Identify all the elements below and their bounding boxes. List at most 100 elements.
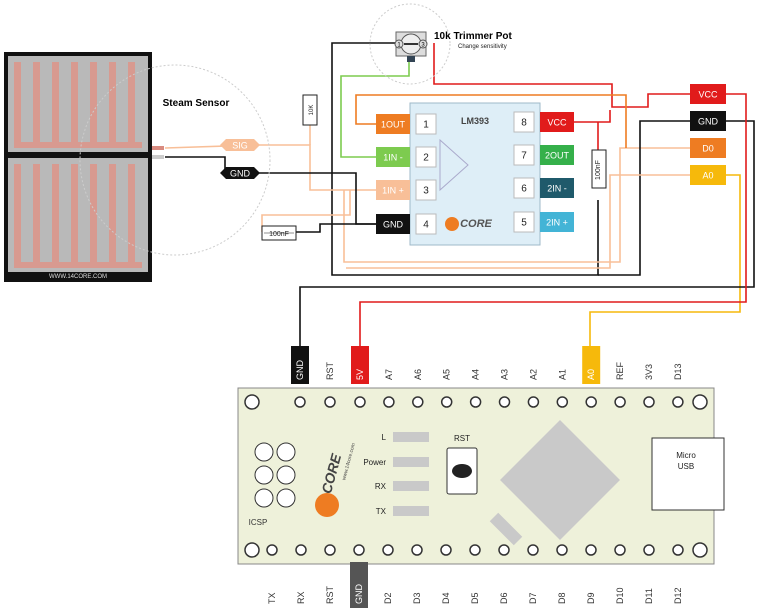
sig-label-tag: [220, 139, 260, 151]
module-pin-box: [690, 111, 726, 131]
nano-bottom-hole: [527, 544, 539, 556]
wire-pot-gnd: [331, 42, 599, 276]
wire-1out: [355, 94, 627, 148]
nano-pin-wire-tab: [291, 346, 309, 384]
nano-logo-badge: [315, 493, 339, 517]
nano-bottom-hole: [440, 544, 452, 556]
icsp-header: ICSP: [249, 442, 296, 527]
nano-bottom-pin-label: D2: [383, 592, 393, 604]
wire-in-plus-loop: [343, 147, 690, 263]
chip-pin-num: 3: [423, 186, 429, 197]
chip-pin-num-box: [513, 111, 535, 133]
gnd-label: GND: [230, 169, 251, 179]
nano-led-label: RX: [375, 482, 387, 491]
nano-top-hole: [469, 396, 482, 408]
sensor-trace: [71, 62, 78, 142]
sensor-trace: [52, 62, 59, 142]
nano-top-pin-label: 5V: [355, 369, 365, 380]
nano-bottom-pin-label: D12: [673, 587, 683, 604]
chip-pin-label: 2OUT: [545, 151, 570, 161]
module-pin-label: D0: [702, 144, 714, 154]
chip-pin-num-box: [415, 179, 437, 201]
nano-bottom-hole: [411, 544, 423, 556]
rst-button[interactable]: RST: [446, 434, 478, 495]
resistor-10k: 10K: [302, 94, 318, 126]
nano-bottom-pin-label: D11: [644, 588, 654, 604]
nano-top-pin-label: A3: [500, 369, 510, 380]
nano-bottom-pin-label: D7: [528, 592, 538, 604]
nano-bottom-pin-d6: D6: [499, 592, 509, 604]
chip-pin-3: 1IN +3: [376, 179, 437, 201]
sensor-trace: [90, 164, 97, 262]
wire-sig: [164, 144, 378, 191]
chip-pin-num: 4: [423, 220, 429, 231]
nano-top-hole: [324, 396, 336, 408]
nano-bottom-pin-label: D4: [441, 592, 451, 604]
nano-top-hole: [672, 396, 684, 408]
sensor-trace: [90, 62, 97, 142]
chip-pin-num-box: [415, 113, 437, 135]
chip-logo-badge: [445, 217, 459, 231]
cap-right-label: 100nF: [595, 160, 602, 180]
nano-top-pin-label: REF: [615, 361, 625, 380]
nano-top-pin-5v: 5V: [351, 346, 369, 384]
nano-bottom-hole: [498, 544, 510, 556]
capacitor-right: 100nF: [591, 149, 607, 189]
nano-top-hole: [527, 396, 540, 408]
sensor-trace: [14, 164, 21, 262]
cap-left-label: 100nF: [269, 231, 289, 238]
nano-top-hole: [585, 396, 597, 408]
nano-top-hole: [498, 396, 511, 408]
nano-top-hole: [383, 396, 395, 408]
nano-bottom-hole: [382, 544, 394, 556]
pot-outline-circle: [369, 3, 451, 85]
sensor-title: Steam Sensor: [163, 98, 230, 109]
nano-bottom-hole: [672, 544, 684, 556]
nano-top-pin-label: A5: [442, 369, 452, 380]
nano-bottom-headers: [266, 544, 684, 556]
nano-bottom-pin-label: D3: [412, 592, 422, 604]
chip-pin-num-box: [513, 211, 535, 233]
chip-logo: CORE: [460, 218, 492, 230]
nano-top-hole: [294, 396, 306, 408]
nano-top-pin-a0: A0: [582, 346, 601, 384]
chip-pin-label: 2IN -: [547, 184, 567, 194]
module-pin-box: [690, 138, 726, 158]
nano-pin-wire-tab: [582, 346, 601, 384]
chip-pin-label-box: [540, 112, 574, 132]
sensor-trace: [109, 62, 116, 142]
chip-pin-label: VCC: [547, 118, 567, 128]
nano-top-pin-a3: A3: [500, 369, 510, 380]
sensor-trace-bus: [14, 262, 142, 268]
nano-bottom-pin-label: RX: [296, 591, 306, 604]
nano-top-pin-label: RST: [325, 361, 335, 380]
micro-usb-port: Micro USB: [651, 437, 725, 511]
nano-top-pin-label: GND: [295, 360, 305, 381]
nano-bottom-pin-d8: D8: [557, 592, 567, 604]
pot-subtitle: Change sensitivity: [458, 44, 507, 50]
icsp-label: ICSP: [249, 518, 268, 527]
module-pin-a0: A0: [690, 165, 726, 185]
nano-top-pin-a1: A1: [557, 369, 567, 380]
sensor-trace: [33, 62, 40, 142]
nano-top-pin-label: A6: [413, 369, 423, 380]
chip-pin-label-box: [540, 178, 574, 198]
nano-top-hole: [412, 396, 424, 408]
sensor-watermark: WWW.14CORE.COM: [49, 274, 107, 280]
nano-led-label: L: [382, 433, 387, 442]
nano-bottom-pin-label: D10: [615, 587, 625, 604]
chip-pin-num: 6: [521, 184, 527, 195]
sensor-trace: [52, 164, 59, 262]
module-pin-label: A0: [702, 171, 713, 181]
nano-bottom-pin-gnd: GND: [350, 562, 368, 608]
chip-pin-num: 5: [521, 218, 527, 229]
chip-pin-label-box: [376, 180, 410, 200]
nano-led-body: [393, 506, 429, 516]
